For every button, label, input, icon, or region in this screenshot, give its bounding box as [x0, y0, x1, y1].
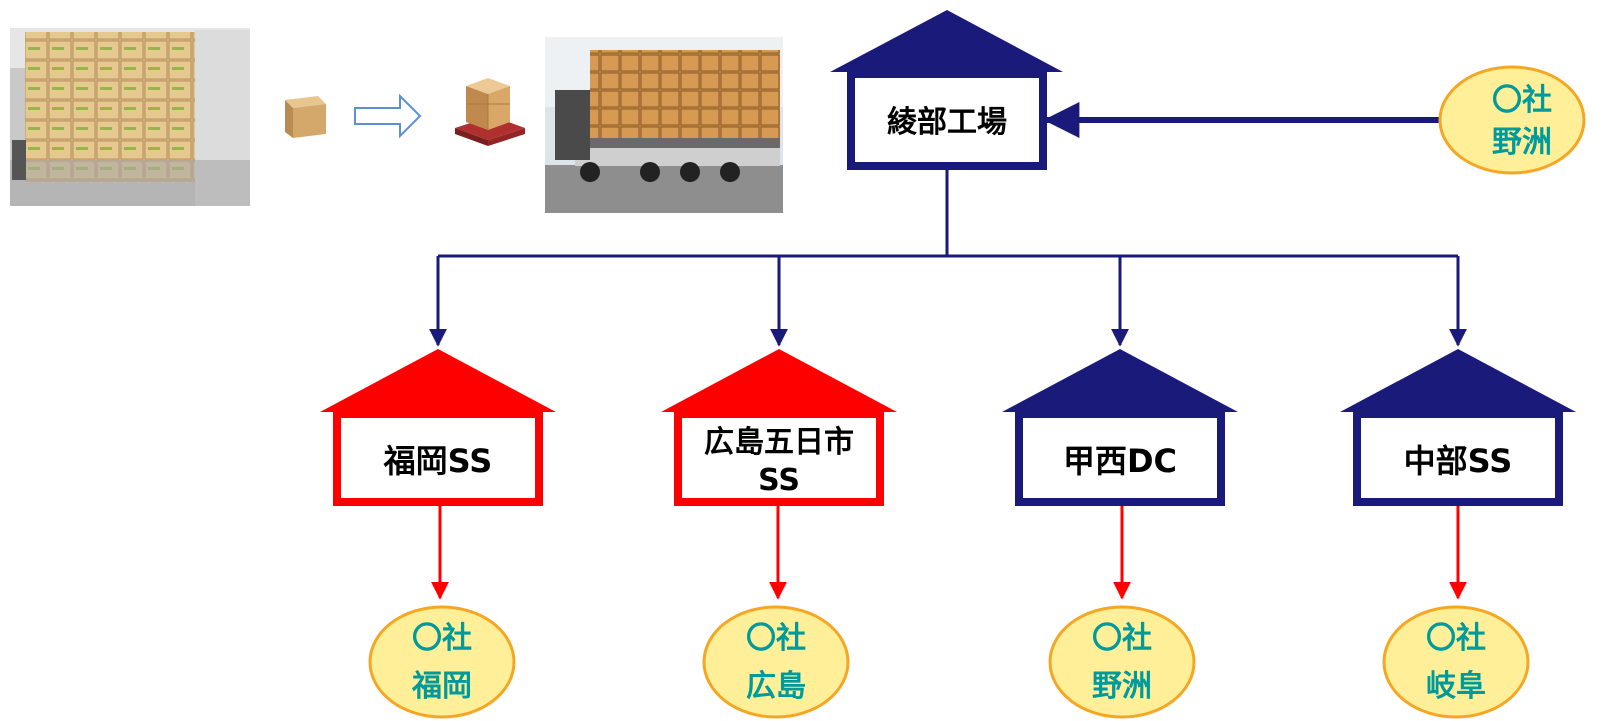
palletized-boxes-icon [455, 78, 525, 146]
customer-oval [368, 605, 516, 719]
depot-hiroshima: 広島五日市 SS 〇社 広島 [661, 349, 897, 719]
right-arrow-outline-icon [354, 93, 422, 139]
customer-line1: 〇社 [1092, 621, 1152, 656]
supplier-oval: 〇社 野洲 [1438, 65, 1586, 175]
customer-line2: 野洲 [1092, 669, 1152, 704]
supplier-line1: 〇社 [1492, 83, 1552, 118]
depot-label: 福岡SS [383, 442, 493, 480]
customer-oval [1382, 605, 1530, 719]
customer-oval [1048, 605, 1196, 719]
supplier-line2: 野洲 [1492, 125, 1552, 160]
depot-label: 広島五日市 [704, 425, 854, 460]
hub-factory: 綾部工場 [830, 10, 1063, 170]
customer-line1: 〇社 [412, 621, 472, 656]
customer-line1: 〇社 [1426, 621, 1486, 656]
cardboard-box-icon [285, 96, 326, 138]
customer-line1: 〇社 [746, 621, 806, 656]
depot-label: 甲西DC [1063, 442, 1177, 480]
depot-fukuoka: 福岡SS 〇社 福岡 [320, 349, 556, 719]
depot-label: 中部SS [1404, 442, 1513, 480]
customer-oval [702, 605, 850, 719]
distribution-lines [429, 166, 1467, 347]
warehouse-photo [10, 28, 250, 206]
hub-label: 綾部工場 [887, 105, 1007, 140]
customer-line2: 福岡 [411, 669, 472, 704]
depot-kosei: 甲西DC 〇社 野洲 [1002, 349, 1238, 719]
truck-photo [545, 37, 783, 213]
customer-line2: 岐阜 [1426, 669, 1486, 704]
depot-chubu: 中部SS 〇社 岐阜 [1340, 349, 1576, 719]
depot-label-line2: SS [758, 463, 800, 498]
customer-line2: 広島 [746, 669, 806, 704]
